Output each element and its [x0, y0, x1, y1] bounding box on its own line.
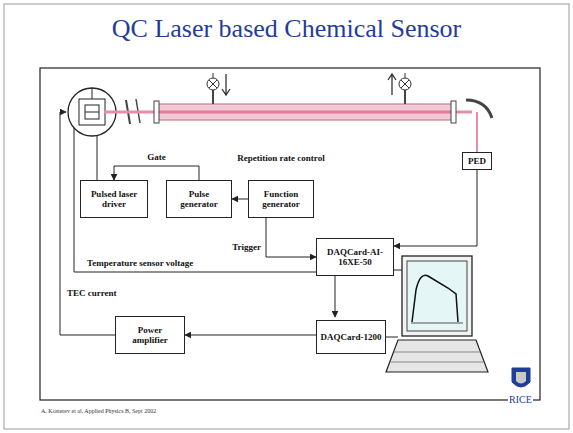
instrument-box: Power amplifier: [115, 316, 185, 354]
box-text: DAQCard-AI-16XE-50: [320, 247, 390, 268]
signal-connector: [185, 335, 316, 336]
connector-label: Repetition rate control: [236, 154, 325, 164]
detector-box: PED: [462, 152, 492, 170]
signal-label: TEC current: [66, 289, 118, 299]
box-text: DAQCard-1200: [321, 332, 382, 342]
box-text: Function generator: [252, 189, 310, 210]
connector-label: Trigger: [231, 243, 262, 253]
box-text: Pulse generator: [170, 189, 228, 210]
daq-card-box: DAQCard-1200: [316, 320, 386, 354]
instrument-box: Pulse generator: [166, 180, 232, 218]
signal-connector: [394, 170, 477, 246]
signal-connector: [266, 218, 316, 257]
reference-note: A. Kosterev et al, Applied Physics B, Se…: [40, 408, 157, 415]
signal-connector: [114, 166, 199, 180]
signal-label: Temperature sensor voltage: [86, 259, 194, 269]
box-text: PED: [468, 156, 486, 166]
logo-text: RICE: [508, 394, 533, 405]
box-text: Pulsed laser driver: [84, 189, 144, 210]
instrument-box: Pulsed laser driver: [80, 180, 148, 218]
signal-connector: [232, 199, 248, 200]
daq-card-box: DAQCard-AI-16XE-50: [316, 238, 394, 276]
slide-title: QC Laser based Chemical Sensor: [0, 14, 573, 44]
connector-label: Gate: [146, 153, 167, 163]
instrument-box: Function generator: [248, 180, 314, 218]
box-text: Power amplifier: [119, 325, 181, 346]
